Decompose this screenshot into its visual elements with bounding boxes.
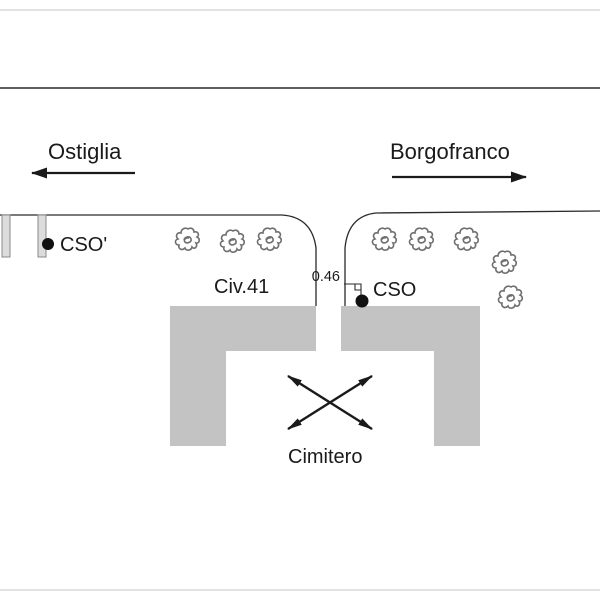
building-label-civ41: Civ.41 <box>214 276 269 298</box>
road-bottom-edge-right <box>344 210 600 306</box>
tree-icon <box>453 227 480 251</box>
distance-label: 0.46 <box>312 269 340 285</box>
crossed-arrows-icon <box>287 374 373 431</box>
tree-icon <box>219 229 246 253</box>
cemetery-wall-left <box>170 306 316 446</box>
tree-icon <box>174 227 201 251</box>
cso-prime-label: CSO' <box>60 234 107 256</box>
cemetery-label: Cimitero <box>288 446 362 468</box>
right-angle-mark <box>354 284 361 291</box>
direction-label-ostiglia: Ostiglia <box>48 139 122 164</box>
direction-label-borgofranco: Borgofranco <box>390 139 510 164</box>
cemetery-wall-right <box>341 306 480 446</box>
cso-prime-point-marker <box>42 238 54 250</box>
cso-point-marker <box>355 294 369 308</box>
tree-icon <box>256 227 283 251</box>
dimension-bracket <box>344 283 362 297</box>
tree-icon <box>497 285 524 309</box>
cso-label: CSO <box>373 279 416 301</box>
gate-post-right <box>37 214 47 258</box>
tree-icon <box>408 227 435 251</box>
crossed-arrow-line-2 <box>287 374 373 431</box>
road-bottom-edge-left <box>0 214 317 306</box>
gate-post-left <box>1 214 11 258</box>
tree-icon <box>371 227 398 251</box>
tree-icon <box>491 250 518 274</box>
